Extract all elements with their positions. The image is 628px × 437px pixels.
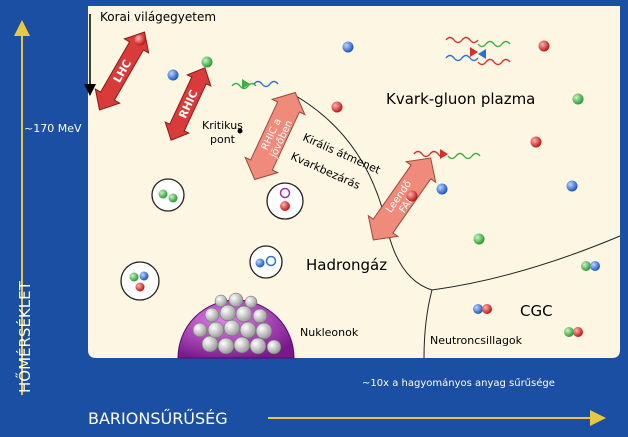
diagram-panel — [88, 6, 620, 358]
quark-red — [134, 34, 146, 46]
free-quarks — [134, 34, 584, 245]
hadron-baryon — [266, 182, 304, 220]
hadron-meson — [249, 245, 283, 279]
quark-red — [406, 190, 418, 202]
gluon-arrowhead-icon — [478, 49, 486, 59]
gluon-arrowhead-icon — [470, 47, 478, 57]
hadron-gas-label: Hadrongáz — [306, 256, 387, 274]
hadron-pion — [151, 178, 185, 212]
gluon-arrowhead-icon — [440, 149, 448, 159]
critical-point-label-line2: pont — [210, 133, 236, 146]
quark-green — [473, 233, 485, 245]
quark-red — [530, 136, 542, 148]
hadron-proton — [120, 261, 160, 301]
x-axis-tick-label: ~10x a hagyományos anyag sűrűsége — [362, 377, 555, 389]
y-axis-title: HŐMÉRSÉKLET — [14, 280, 34, 393]
fair-arrow: Leendő FAIR — [367, 157, 437, 241]
quark-red — [538, 40, 550, 52]
early-universe-label: Korai világegyetem — [100, 10, 216, 24]
critical-point-label-line1: Kritikus — [202, 119, 243, 132]
quark-blue — [566, 180, 578, 192]
x-axis-title: BARIONSŰRŰSÉG — [88, 408, 228, 428]
quark-blue — [167, 69, 179, 81]
quark-blue — [342, 41, 354, 53]
neutron-star-boundary-line — [423, 289, 433, 359]
quark-green — [572, 93, 584, 105]
quark-red — [331, 101, 343, 113]
critical-point-dot — [237, 128, 243, 134]
y-axis-tick-label: ~170 MeV — [24, 122, 82, 135]
nucleus-icon — [177, 292, 295, 359]
cgc-label: CGC — [520, 302, 553, 320]
phase-boundary-line — [295, 95, 621, 291]
neutron-stars-label: Neutroncsillagok — [430, 334, 523, 347]
gluon-arrowhead-icon — [242, 79, 250, 89]
qgp-label: Kvark-gluon plazma — [386, 90, 535, 108]
nucleons-label: Nukleonok — [300, 326, 359, 339]
quark-blue — [436, 183, 448, 195]
quark-green — [201, 56, 213, 68]
dense-quark-pairs — [473, 261, 600, 337]
